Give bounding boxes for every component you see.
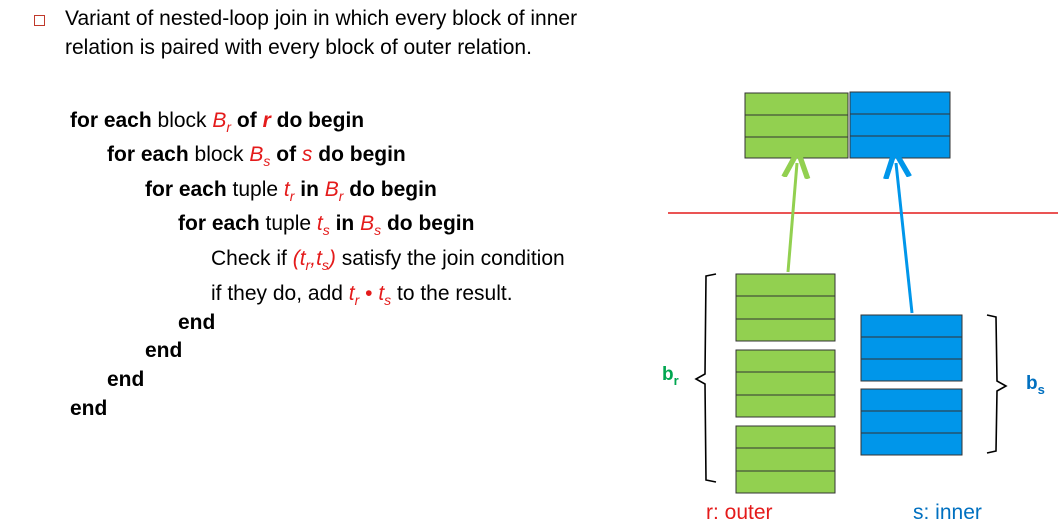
code-line-1: for each block Br of r do begin <box>70 108 364 134</box>
outer-disk-block-1 <box>735 273 836 342</box>
code-line-3: for each tuple tr in Br do begin <box>145 177 437 203</box>
variable: tr <box>283 178 295 204</box>
inner-caption: s: inner <box>913 501 982 524</box>
variable-subscript: s <box>384 292 392 308</box>
variable: Bs <box>360 212 382 238</box>
variable-name: t <box>348 282 355 305</box>
variable: Bs <box>249 143 271 169</box>
bs-label: bs <box>1026 373 1045 397</box>
variable-name: B <box>360 212 375 235</box>
code-text: tuple <box>226 178 284 201</box>
variable-name: B <box>212 109 227 132</box>
inner-brace <box>986 314 1008 454</box>
outer-read-arrow <box>788 163 797 273</box>
bullet-text: Variant of nested-loop join in which eve… <box>65 7 578 59</box>
code-text: block <box>188 143 250 166</box>
memory-outer-block <box>744 92 849 159</box>
keyword: for each <box>145 178 227 201</box>
variable-subscript: s <box>321 257 329 273</box>
variable-subscript: r <box>289 188 295 204</box>
variable-name: B <box>324 178 339 201</box>
memory-inner-block <box>849 91 951 159</box>
variable-subscript: s <box>322 222 330 238</box>
variable-name: t <box>283 178 290 201</box>
concat-dot: • <box>359 282 379 305</box>
code-text: if they do, add <box>211 282 349 305</box>
keyword: in <box>294 178 325 201</box>
code-text: satisfy the join condition <box>335 247 565 270</box>
code-line-5: Check if (tr,ts) satisfy the join condit… <box>211 246 565 272</box>
paren: ) <box>328 247 336 270</box>
variable-subscript: s <box>263 153 271 169</box>
inner-read-arrow <box>896 163 914 314</box>
comma: , <box>310 247 317 270</box>
square-bullet-icon <box>34 15 45 26</box>
code-text: tuple <box>259 212 317 235</box>
variable: Br <box>324 178 344 204</box>
keyword: do begin <box>343 178 437 201</box>
variable-name: B <box>249 143 264 166</box>
code-line-2: for each block Bs of s do begin <box>107 142 406 168</box>
variable-name: t <box>378 282 385 305</box>
code-line-6: if they do, add tr • ts to the result. <box>211 281 513 307</box>
code-line-4: for each tuple ts in Bs do begin <box>178 211 474 237</box>
inner-disk-block-1 <box>860 314 963 382</box>
variable-subscript: r <box>226 119 232 135</box>
paren: ( <box>292 247 300 270</box>
variable-name: t <box>299 247 306 270</box>
keyword: for each <box>70 109 152 132</box>
keyword: do begin <box>381 212 475 235</box>
outer-caption: r: outer <box>706 501 773 524</box>
keyword: do begin <box>270 109 365 132</box>
variable: Br <box>212 109 232 135</box>
keyword: of <box>231 109 263 132</box>
keyword: in <box>329 212 361 235</box>
variable-subscript: r <box>338 188 344 204</box>
code-text: Check if <box>211 247 293 270</box>
code-end-4: end <box>178 311 216 334</box>
code-end-1: end <box>70 397 108 420</box>
code-end-3: end <box>145 339 183 362</box>
relation-name: r <box>262 109 271 132</box>
relation-name: s <box>301 143 313 166</box>
variable-name: t <box>316 247 322 270</box>
keyword: of <box>270 143 302 166</box>
inner-disk-block-2 <box>860 388 963 456</box>
bullet-paragraph: Variant of nested-loop join in which eve… <box>30 5 610 62</box>
variable-subscript: r <box>305 257 311 273</box>
variable-subscript: r <box>354 292 360 308</box>
keyword: do begin <box>312 143 406 166</box>
code-text: block <box>151 109 213 132</box>
br-label: br <box>662 364 679 388</box>
variable: ts <box>316 212 330 238</box>
keyword: for each <box>178 212 260 235</box>
outer-disk-block-2 <box>735 349 836 418</box>
code-text: to the result. <box>391 282 513 305</box>
keyword: for each <box>107 143 189 166</box>
outer-brace <box>694 273 717 483</box>
variable-subscript: s <box>374 222 382 238</box>
outer-disk-block-3 <box>735 425 836 494</box>
code-end-2: end <box>107 368 145 391</box>
variable-name: t <box>316 212 323 235</box>
